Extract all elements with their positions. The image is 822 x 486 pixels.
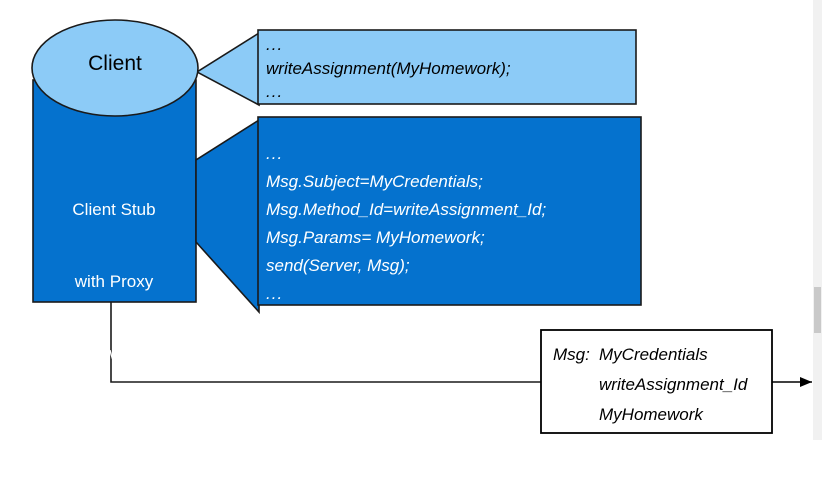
stub-label-line-3: (here without <box>64 344 164 363</box>
client-callout-body <box>257 29 637 105</box>
message-value-1: MyCredentials <box>599 345 708 364</box>
stub-code-line-4: Msg.Params= MyHomework; <box>266 228 485 247</box>
stub-code-line-5: send(Server, Msg); <box>266 256 410 275</box>
client-ellipse <box>31 19 199 117</box>
message-box-content: Msg: MyCredentials writeAssignment_Id MyH… <box>553 340 768 430</box>
client-stub-box <box>32 79 197 303</box>
client-callout-tail <box>195 31 260 107</box>
scrollbar-thumb[interactable] <box>814 287 821 333</box>
stub-callout-code: ... Msg.Subject=MyCredentials; Msg.Metho… <box>266 140 636 308</box>
scrollbar-track[interactable] <box>813 0 822 440</box>
diagram-shapes <box>31 19 812 434</box>
client-code-line-1: ... <box>266 35 284 54</box>
stub-code-line-1: ... <box>266 144 284 163</box>
stub-code-line-2: Msg.Subject=MyCredentials; <box>266 172 483 191</box>
client-code-line-3: ... <box>266 82 284 101</box>
message-row-3: MyHomework <box>553 400 768 430</box>
client-node-label: Client <box>88 52 142 75</box>
client-stub-label: Client Stub with Proxy (here without PEP… <box>30 150 198 486</box>
outgoing-message-arrow <box>772 377 812 387</box>
diagram-canvas: Client Client Stub with Proxy (here with… <box>31 0 822 440</box>
stub-label-line-1: Client Stub <box>72 200 156 219</box>
stub-callout-body <box>257 116 642 306</box>
client-code-line-2: writeAssignment(MyHomework); <box>266 58 511 78</box>
message-row-1: Msg: MyCredentials <box>553 340 768 370</box>
message-key-label: Msg: <box>553 345 590 364</box>
stub-code-line-3: Msg.Method_Id=writeAssignment_Id; <box>266 200 547 219</box>
stub-label-line-4: PEP and PDP) <box>57 416 171 435</box>
message-value-3: MyHomework <box>599 405 703 424</box>
client-callout-code: ... writeAssignment(MyHomework); ... <box>266 33 626 104</box>
message-box <box>540 329 773 434</box>
stub-callout-tail <box>195 118 260 315</box>
stub-label-line-2: with Proxy <box>74 272 154 291</box>
message-value-2: writeAssignment_Id <box>599 375 748 394</box>
stub-code-line-6: ... <box>266 284 284 303</box>
message-row-2: writeAssignment_Id <box>553 370 768 400</box>
